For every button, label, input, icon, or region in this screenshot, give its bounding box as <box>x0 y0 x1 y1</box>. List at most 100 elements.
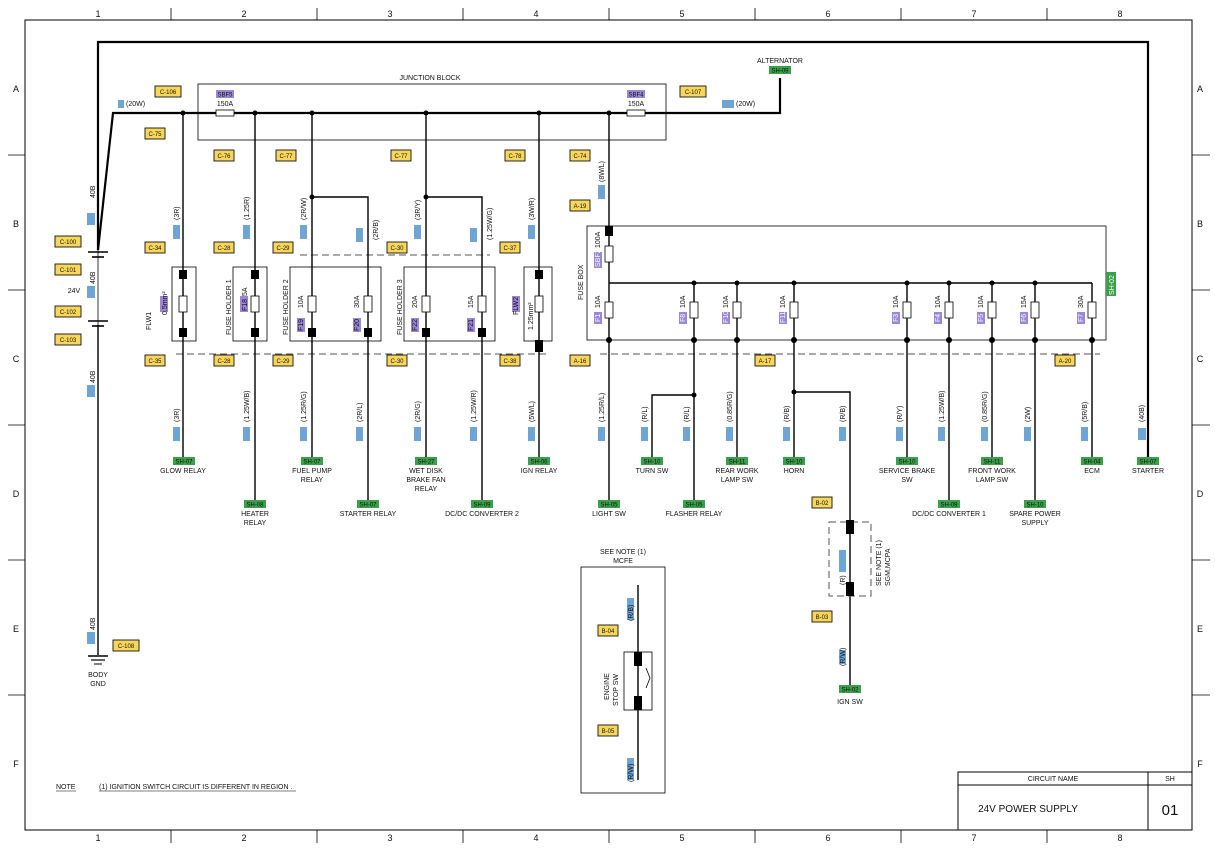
battery-symbol: 24V <box>68 251 108 327</box>
row-f-left: F <box>13 759 19 769</box>
connector-c76: C-76 <box>213 149 235 162</box>
svg-text:C-103: C-103 <box>60 338 77 344</box>
svg-text:15A: 15A <box>1021 295 1028 308</box>
col-1-top: 1 <box>95 9 100 19</box>
load-dcdc-converter-1: SH-09 DC/DC CONVERTER 1 <box>912 500 986 518</box>
svg-text:F10: F10 <box>723 311 730 323</box>
svg-text:10A: 10A <box>935 295 942 308</box>
connector-c37: C-37 <box>499 241 521 254</box>
fuse-holder-3: FUSE HOLDER 3 F22 20A F21 15A (3R/Y) (1.… <box>397 200 496 441</box>
connector-c107: C-107 <box>679 85 707 98</box>
svg-text:F11: F11 <box>780 311 787 323</box>
row-a-right: A <box>1197 84 1203 94</box>
ecm-wire: (5R/B) <box>1082 402 1089 422</box>
svg-text:HEATER: HEATER <box>241 511 269 518</box>
svg-text:F5: F5 <box>978 314 985 322</box>
sheet-number: 01 <box>1162 802 1179 819</box>
svg-text:C-78: C-78 <box>508 154 522 160</box>
turn-wire: (R/L) <box>642 406 649 422</box>
fuse-box-ref: SH-02 <box>1109 275 1116 295</box>
terminal-markers <box>606 337 1095 343</box>
ign-sw-wire: (R/W) <box>840 648 847 666</box>
fuse-f1: F1 10A <box>594 295 614 324</box>
connector-c106: C-106 <box>154 85 182 98</box>
svg-text:ECM: ECM <box>1084 468 1100 475</box>
row-labels-left: A B C D E F <box>13 84 20 769</box>
connector-a20: A-20 <box>1054 354 1076 367</box>
battery-wire-tags <box>87 213 1146 644</box>
dcdc1-wire: (1.25W/B) <box>939 390 946 422</box>
svg-text:A-17: A-17 <box>759 359 772 365</box>
ign-fuse-block: FLW2 1.25mm² (3W/R) (5W/L) <box>512 198 553 441</box>
svg-text:C-34: C-34 <box>148 246 162 252</box>
row-labels-right: A B C D E F <box>1197 84 1204 769</box>
svg-text:SBF4: SBF4 <box>628 93 644 99</box>
glow-wire-out: (3R) <box>174 408 181 422</box>
svg-text:C-100: C-100 <box>60 240 77 246</box>
wire-tag-left-20w <box>118 100 124 108</box>
col-4-top: 4 <box>533 9 538 19</box>
load-service-brake-sw: SH-10 SERVICE BRAKE SW <box>879 457 935 484</box>
svg-text:C-30: C-30 <box>390 359 404 365</box>
engine-stop-switch-label-1: ENGINE <box>604 673 611 700</box>
sbf4-tag: SBF4 <box>627 90 645 99</box>
connector-b04: B-04 <box>597 624 619 637</box>
fuse-holder-3-rating-a: 20A <box>412 295 419 308</box>
fuse-f10: F10 10A <box>722 295 742 324</box>
svg-text:C-108: C-108 <box>118 644 135 650</box>
col-1-bottom: 1 <box>95 833 100 843</box>
svg-text:B-05: B-05 <box>602 729 615 735</box>
connector-c35: C-35 <box>144 354 166 367</box>
ign-wire-in: (3W/R) <box>529 198 536 220</box>
fuse-holder-2-wire-out-b: (2R/L) <box>357 403 364 422</box>
wire-tag-right-20w <box>722 100 734 108</box>
svg-text:A-16: A-16 <box>574 359 587 365</box>
spare-wire: (2W) <box>1025 407 1032 422</box>
fuse-holder-3-wire-in: (3R/Y) <box>415 200 422 220</box>
mcpa-variant-name: SGM,MCPA <box>885 548 892 586</box>
fuse-holder-2-wire-b: (2R/B) <box>373 220 380 240</box>
connector-a17: A-17 <box>754 354 776 367</box>
svg-text:C-77: C-77 <box>279 154 293 160</box>
mcfe-variant: SEE NOTE (1) MCFE (R/B) ENGINE STOP SW (… <box>580 549 666 794</box>
fuse-holder-1-wire-out: (1.25W/B) <box>244 390 251 422</box>
battery-low-wire: 40B <box>90 370 97 383</box>
fuse-holder-2-wire-in: (2R/W) <box>301 198 308 220</box>
glow-wire-in: (3R) <box>174 206 181 220</box>
svg-text:C-74: C-74 <box>573 154 587 160</box>
svg-text:SH-10: SH-10 <box>1026 503 1044 509</box>
glow-fuse-id: FLW1 <box>146 312 153 330</box>
svg-text:REAR WORK: REAR WORK <box>715 468 759 475</box>
circuit-name: 24V POWER SUPPLY <box>978 804 1078 815</box>
fuse-holder-2-wire-out-a: (1.25R/G) <box>301 391 308 422</box>
svg-text:SH-09: SH-09 <box>473 503 491 509</box>
connector-c34: C-34 <box>144 241 166 254</box>
column-labels-bottom: 1 2 3 4 5 6 7 8 <box>95 833 1122 843</box>
connector-c74: C-74 <box>569 149 591 162</box>
svg-text:10A: 10A <box>893 295 900 308</box>
fuse-holder-1-title: FUSE HOLDER 1 <box>226 279 233 335</box>
svg-text:LAMP SW: LAMP SW <box>721 477 754 484</box>
svg-text:SBF5: SBF5 <box>217 93 233 99</box>
battery-mid-wire: 40B <box>90 271 97 284</box>
svg-text:C-28: C-28 <box>217 246 231 252</box>
svg-text:C-29: C-29 <box>276 246 290 252</box>
junction-block-box <box>197 83 667 141</box>
load-light-sw: SH-05 LIGHT SW <box>592 500 626 518</box>
svg-text:SH-27: SH-27 <box>417 460 435 466</box>
svg-text:DC/DC CONVERTER 1: DC/DC CONVERTER 1 <box>912 511 986 518</box>
connector-c108: C-108 <box>112 639 140 652</box>
svg-text:SH-10: SH-10 <box>898 460 916 466</box>
load-ign-relay: SH-06 IGN RELAY <box>521 457 558 475</box>
svg-text:C-35: C-35 <box>148 359 162 365</box>
svg-text:A-20: A-20 <box>1059 359 1072 365</box>
row-b-right: B <box>1197 219 1203 229</box>
svg-text:SH-04: SH-04 <box>1083 460 1101 466</box>
svg-text:LAMP SW: LAMP SW <box>976 477 1009 484</box>
col-5-bottom: 5 <box>679 833 684 843</box>
svg-text:C-75: C-75 <box>148 132 162 138</box>
col-6-bottom: 6 <box>825 833 830 843</box>
svg-text:ALTERNATOR: ALTERNATOR <box>757 58 803 65</box>
fuse-holder-3-rating-b: 15A <box>468 295 475 308</box>
fuse-f5: F5 10A <box>977 295 997 324</box>
